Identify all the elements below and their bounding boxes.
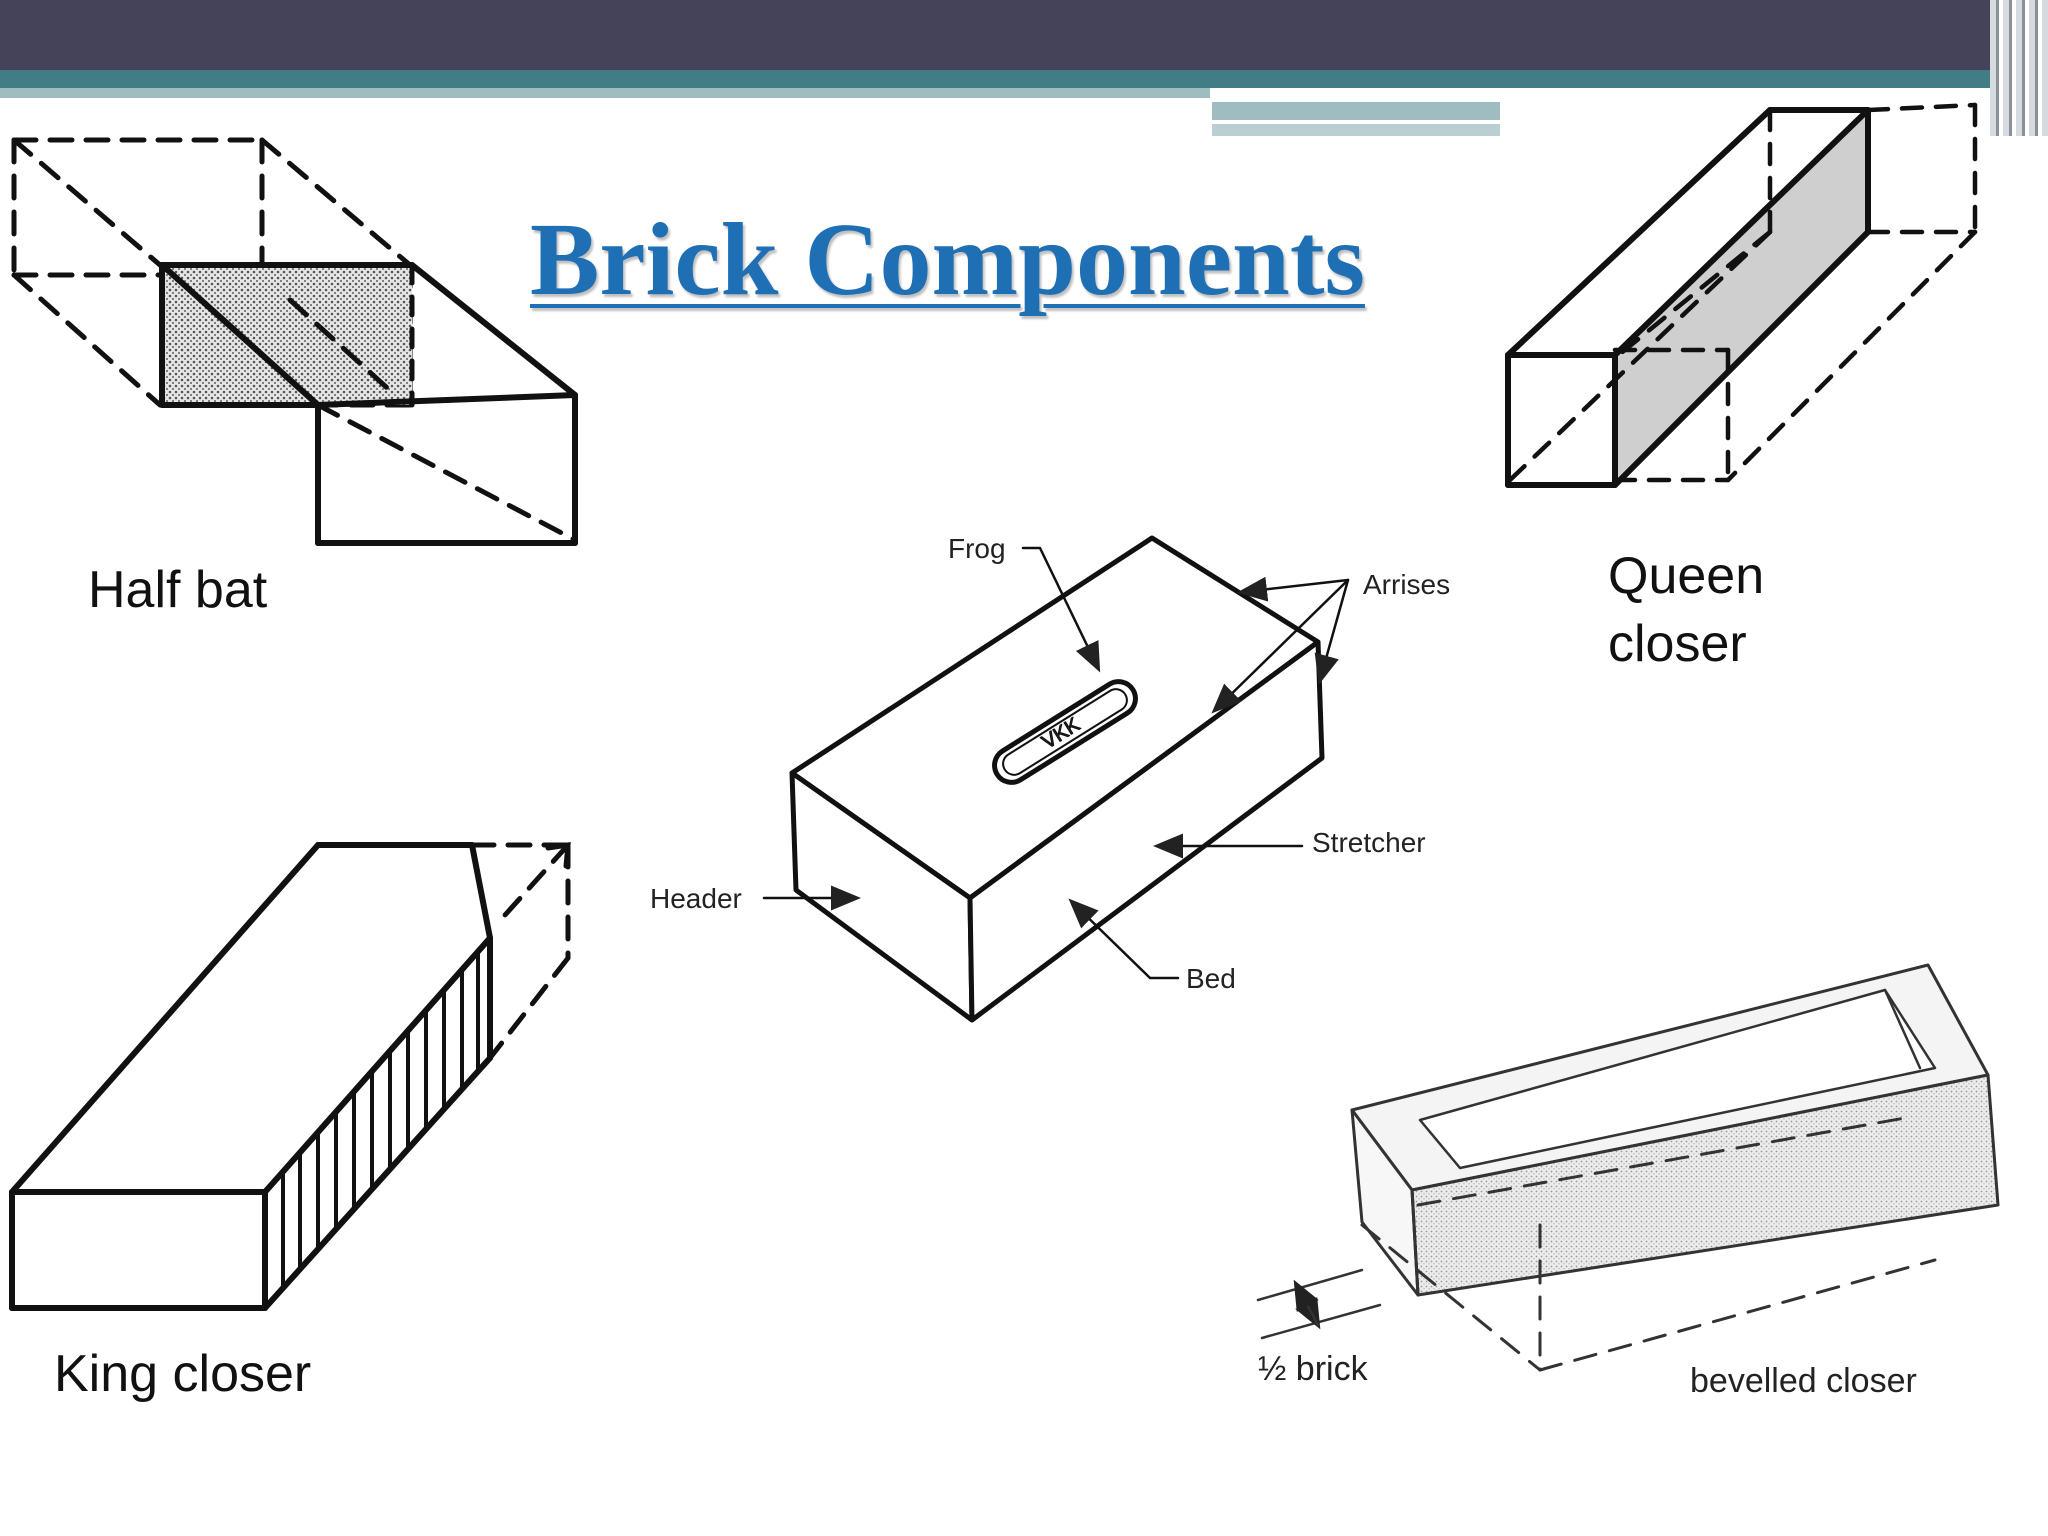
header-tab-band-2: [1212, 124, 1500, 136]
king-closer-corner-arrow: [545, 842, 571, 869]
frog-recess: [992, 679, 1138, 785]
half-bat-diagram: [11, 137, 578, 546]
queen-closer-solid-edges: [1505, 107, 1871, 488]
center-brick-diagram: VKK Frog Arrises Stretcher Header Bed: [650, 533, 1450, 1023]
queen-closer-label-line2: closer: [1608, 615, 1747, 673]
bevelled-closer-diagram: ½ brick bevelled closer: [1256, 963, 2000, 1400]
header-teal-band: [0, 70, 1990, 88]
bevelled-dashed-lines: [1360, 1116, 1937, 1372]
half-bat-solid-edges: [159, 262, 578, 546]
bevelled-closer-caption: bevelled closer: [1690, 1362, 1917, 1400]
king-closer-hatching: [281, 952, 480, 1290]
queen-closer-label-line1: Queen: [1608, 547, 1765, 605]
queen-closer-cut-face: [1615, 110, 1868, 480]
king-closer-label: King closer: [54, 1345, 312, 1403]
stretcher-label: Stretcher: [1312, 827, 1426, 858]
slide-title: Brick Components: [530, 202, 1365, 317]
half-bat-cut-face: [162, 265, 412, 405]
header-label: Header: [650, 883, 742, 914]
king-closer-solid-edges: [9, 842, 493, 1311]
queen-closer-diagram: [1505, 102, 1978, 488]
center-brick-edges: [789, 535, 1325, 1023]
half-brick-label: ½ brick: [1258, 1350, 1369, 1388]
half-bat-diagonal-dash: [287, 297, 398, 398]
bed-label: Bed: [1186, 963, 1236, 994]
frog-recess-inner: [1002, 688, 1128, 776]
header-tab-band: [1212, 102, 1500, 120]
king-closer-dashed-outline: [469, 842, 571, 1061]
header-corner-stripes: [1990, 0, 2048, 136]
bevelled-inner-face: [1418, 988, 1937, 1170]
half-bat-label: Half bat: [88, 561, 268, 619]
center-leader-lines: [762, 546, 1350, 980]
king-closer-diagram: [9, 842, 571, 1311]
header-dark-bar: [0, 0, 1990, 70]
bevelled-dimension: [1256, 1268, 1382, 1340]
header-light-band: [0, 88, 1210, 98]
arrises-label: Arrises: [1363, 569, 1450, 600]
frog-label: Frog: [948, 533, 1006, 564]
